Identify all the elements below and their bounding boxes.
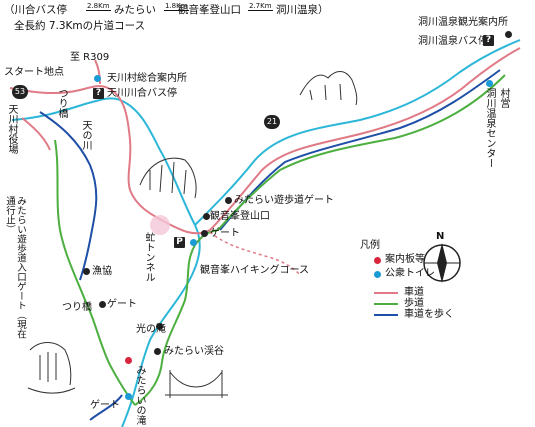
header-line1: （川合バス停 — [4, 4, 67, 17]
legend-trail-label: 歩道 — [404, 298, 424, 309]
route21-label: 21 — [266, 117, 278, 126]
tunnel-marker — [150, 215, 170, 235]
toilet-icon-parking — [190, 239, 197, 246]
road-main — [9, 47, 521, 235]
header-end: 洞川温泉） — [276, 4, 329, 16]
label-tennokawa: 天の川 — [80, 120, 91, 150]
road-to-office — [21, 117, 51, 151]
label-kawai-bus: 天川川合バス停 — [107, 88, 177, 99]
distance-seg3: 2.7Km — [248, 2, 273, 11]
header-mid1: みたらい — [114, 4, 156, 16]
label-mitarai-gate-left: みたらい遊歩道入口ゲート（現在通行止） — [4, 196, 26, 339]
legend-road-label: 車道 — [404, 287, 424, 298]
label-tenkawa-office: 天川村役場 — [6, 104, 17, 154]
legend-title: 凡例 — [360, 240, 380, 251]
label-kannonbo-trailhead: 観音峯登山口 — [210, 211, 270, 222]
bridge-illustration — [165, 370, 228, 398]
gate-dot-right — [201, 230, 208, 237]
route53-label: 53 — [14, 87, 26, 96]
toilet-icon-dorogawa — [486, 80, 493, 87]
waterfall-illustration — [27, 342, 76, 394]
river-upper — [194, 39, 521, 226]
label-mitarai-path-gate: みたらい遊歩道ゲート — [234, 195, 334, 206]
label-mitarai-no-taki: みたらいの滝 — [134, 365, 145, 425]
header-line2: 全長約 7.3Kmの片道コース — [14, 20, 146, 32]
info-dot-dorogawa — [505, 31, 512, 38]
label-tsuribashi-top: つり橋 — [56, 88, 67, 118]
mountain-illustration — [299, 71, 358, 106]
hiking-course-dashed — [209, 231, 301, 276]
bus-stop-icon-dorogawa: ? — [483, 35, 494, 46]
label-start-point: スタート地点 — [4, 67, 64, 78]
river-tennokawa — [11, 97, 201, 427]
label-hikari-no-taki: 光の滝 — [136, 324, 166, 335]
road-r309 — [94, 59, 101, 85]
compass-icon — [423, 243, 461, 283]
gate-dot-mitarai-path — [225, 197, 232, 204]
label-mitarai-keikoku: みたらい渓谷 — [164, 346, 224, 357]
distance-seg1: 2.8Km — [86, 2, 111, 11]
label-tunnel: 虻トンネル — [143, 232, 154, 282]
trail-main — [134, 229, 219, 406]
label-gate-right: ゲート — [210, 228, 240, 239]
legend-toilet-dot — [374, 271, 381, 278]
compass-north-label: N — [436, 231, 445, 242]
trail-upper — [217, 74, 506, 231]
walk-road-upper — [219, 69, 501, 231]
label-tsuribashi-bottom: つり橋 — [62, 302, 92, 313]
walk-road-bottom — [89, 394, 123, 421]
label-gate-mid: ゲート — [107, 299, 137, 310]
route21-badge: 21 — [264, 115, 280, 129]
toilet-icon — [94, 75, 101, 82]
header-start: （川合バス停 — [4, 4, 67, 16]
gate-dot-mid — [99, 301, 106, 308]
label-tenkawa-info: 天川村総合案内所 — [107, 73, 187, 84]
legend-info-dot — [374, 257, 381, 264]
label-dorogawa-center: 洞川温泉センター — [484, 88, 495, 168]
info-dot-hikari — [156, 323, 163, 330]
legend-toilet-label: 公衆トイレ — [385, 268, 435, 279]
legend-walk-label: 車道を歩く — [404, 309, 454, 320]
trail-left — [54, 139, 136, 406]
walk-road-lower — [39, 111, 98, 281]
header-mid2: 観音峯登山口 — [178, 4, 241, 16]
label-dorogawa-tourist: 洞川温泉観光案内所 — [418, 17, 508, 28]
info-dot-mitarai — [154, 348, 161, 355]
toilet-icon-bottom — [125, 393, 132, 400]
info-dot-trailhead — [203, 213, 210, 220]
parking-icon: P — [174, 237, 185, 248]
legend-info-label: 案内板等 — [385, 254, 425, 265]
label-gyokyo: 漁協 — [92, 266, 112, 277]
info-board-icon — [125, 357, 132, 364]
label-dorogawa-bus: 洞川温泉バス停 — [418, 36, 488, 47]
distance-seg2: 1.8Km — [164, 2, 189, 11]
info-dot-gyokyo — [83, 268, 90, 275]
label-village-office: 村営 — [498, 88, 509, 108]
bus-stop-icon: ? — [93, 88, 104, 99]
route53-badge: 53 — [12, 85, 28, 99]
label-to-r309: 至 R309 — [70, 52, 110, 63]
label-gate-bottom: ゲート — [90, 400, 120, 411]
rock-illustration — [139, 157, 197, 199]
label-kannonbo-hiking: 観音峯ハイキングコース — [200, 265, 309, 276]
